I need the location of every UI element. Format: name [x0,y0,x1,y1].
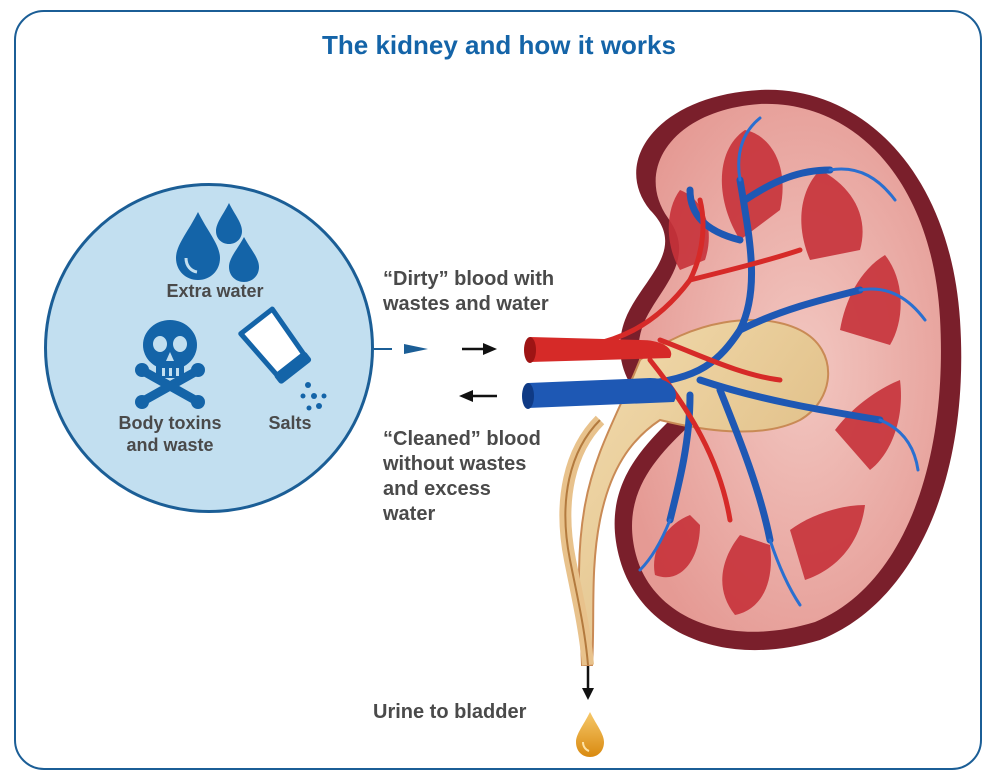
kidney-illustration [522,90,961,665]
urine-drop-icon [576,712,604,757]
circle-connector-arrow [374,344,428,354]
water-drops-icon [176,203,259,282]
salt-shaker-icon [241,309,327,410]
skull-crossbones-icon [135,320,205,409]
inflow-arrow [462,343,497,355]
outflow-arrow [459,390,497,402]
urine-down-arrow [582,665,594,700]
